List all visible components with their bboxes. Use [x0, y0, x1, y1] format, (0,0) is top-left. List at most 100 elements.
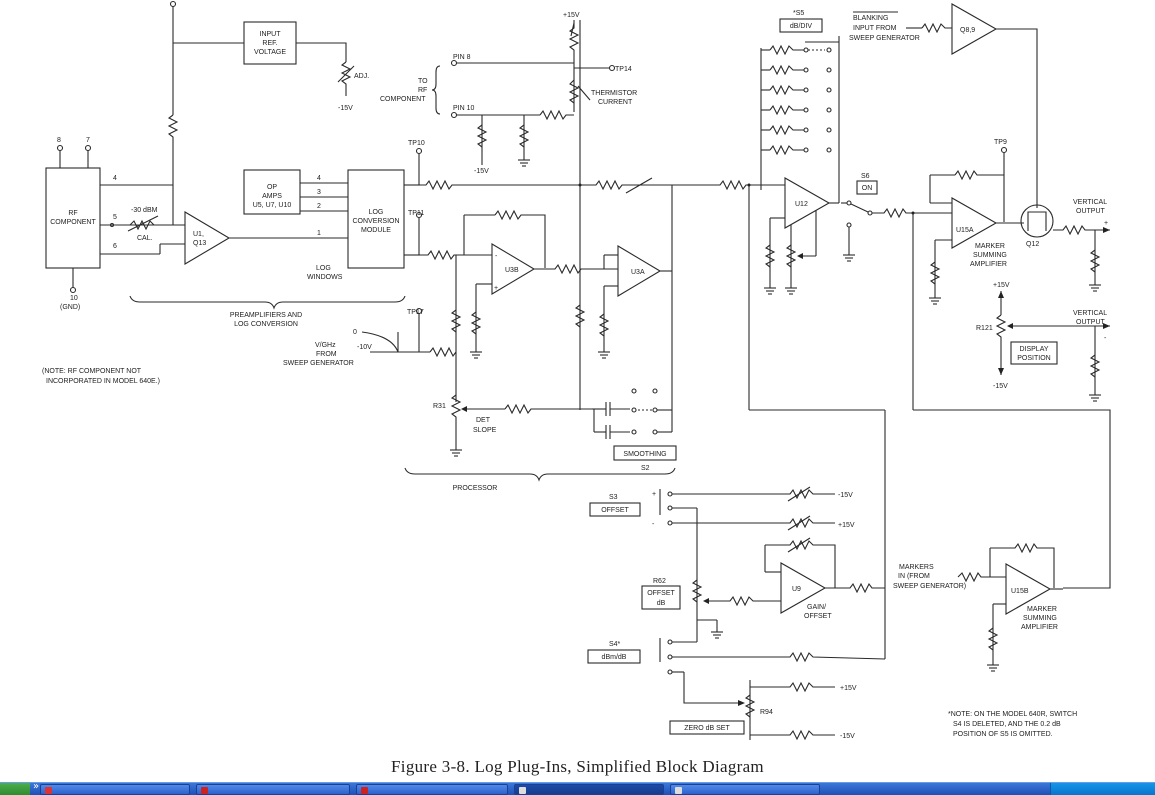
schematic-diagram: INPUT REF. VOLTAGE ADJ. -15V RF COMPONEN… — [42, 0, 1111, 741]
input-ref-label: VOLTAGE — [254, 49, 286, 56]
footnote-label: *NOTE: ON THE MODEL 640R, SWITCH — [948, 711, 1077, 718]
bus-label: 4 — [317, 175, 321, 182]
preamp-label: PREAMPLIFIERS AND — [230, 312, 302, 319]
u3b-amplifier — [491, 243, 536, 295]
vghz-label: FROM — [316, 351, 337, 358]
r121-label: R121 — [976, 325, 993, 332]
markers-label: MARKERS — [899, 564, 934, 571]
pin-label: 5 — [113, 214, 117, 221]
footnote-label: POSITION OF S5 IS OMITTED. — [953, 731, 1053, 738]
det-slope-label: DET — [476, 417, 491, 424]
taskbar-window-button[interactable] — [196, 784, 350, 795]
pin8-label: PIN 8 — [453, 54, 471, 61]
input-ref-label: REF. — [262, 40, 277, 47]
r62-label: R62 — [653, 578, 666, 585]
zero-db-set-label: ZERO dB SET — [684, 725, 730, 732]
s5-label: *S5 — [793, 10, 804, 17]
offset-db-label: dB — [657, 600, 666, 607]
u1-label: U1, — [193, 231, 204, 238]
supply-label: +15V — [840, 685, 857, 692]
figure-caption: Figure 3-8. Log Plug-Ins, Simplified Blo… — [391, 757, 764, 776]
display-position-label: POSITION — [1017, 355, 1050, 362]
display-position-label: DISPLAY — [1019, 346, 1048, 353]
r94-label: R94 — [760, 709, 773, 716]
gain-offset-label: GAIN/ — [807, 604, 826, 611]
tp17-label: TP17 — [407, 309, 424, 316]
cal-label: CAL. — [137, 235, 153, 242]
log-conversion-module — [347, 169, 405, 269]
taskbar-window-button[interactable] — [356, 784, 508, 795]
pin10-label: PIN 10 — [453, 105, 475, 112]
gain-offset-label: OFFSET — [804, 613, 832, 620]
marker-summing-label: AMPLIFIER — [1021, 624, 1058, 631]
display-position-box — [1010, 341, 1058, 365]
vertical-output-label: OUTPUT — [1076, 319, 1106, 326]
taskbar: » — [0, 781, 1155, 795]
blanking-label: BLANKING — [853, 15, 888, 22]
bus-label: 1 — [317, 230, 321, 237]
marker-summing-label: SUMMING — [973, 252, 1007, 259]
taskbar-window-button[interactable] — [514, 784, 664, 795]
taskbar-window-button[interactable] — [40, 784, 190, 795]
polarity-label: - — [1104, 335, 1107, 342]
rf-component-label: RF — [68, 210, 77, 217]
u12-amplifier — [784, 177, 831, 229]
u15b-label: U15B — [1011, 588, 1029, 595]
s2-label: S2 — [641, 465, 650, 472]
schematic-page: INPUT REF. VOLTAGE ADJ. -15V RF COMPONEN… — [42, 0, 1111, 741]
to-rf-label: COMPONENT — [380, 96, 426, 103]
polarity-label: + — [494, 285, 498, 292]
bus-label: 2 — [317, 203, 321, 210]
start-button[interactable] — [0, 783, 30, 795]
offset-db-box — [641, 585, 681, 610]
system-tray — [1050, 783, 1155, 795]
markers-label: SWEEP GENERATOR) — [893, 583, 966, 590]
note-label: (NOTE: RF COMPONENT NOT — [42, 368, 142, 375]
thermistor-label: THERMISTOR — [591, 90, 637, 97]
u3a-amplifier — [617, 245, 662, 297]
vertical-output-label: VERTICAL — [1073, 310, 1107, 317]
taskbar-window-button[interactable] — [670, 784, 820, 795]
rf-component-block — [45, 167, 101, 269]
op-amps-label: AMPS — [262, 193, 282, 200]
thermistor-section: +15V TP14 THERMISTOR CURRENT PIN 8 PIN 1… — [380, 12, 637, 175]
q89-amplifier — [951, 3, 998, 55]
u12-label: U12 — [795, 201, 808, 208]
vertical-output-label: OUTPUT — [1076, 208, 1106, 215]
u1-amplifier — [184, 211, 231, 265]
db-div-label: dB/DIV — [790, 23, 813, 30]
processor-label: PROCESSOR — [453, 485, 498, 492]
s6-on-box — [856, 180, 878, 195]
vghz-label: SWEEP GENERATOR — [283, 360, 354, 367]
app-icon — [201, 787, 208, 794]
tp11-label: TP11 — [408, 210, 424, 217]
bus-label: 3 — [317, 189, 321, 196]
vertical-output-label: VERTICAL — [1073, 199, 1107, 206]
offset-label: OFFSET — [601, 507, 629, 514]
polarity-label: + — [1104, 220, 1108, 227]
to-rf-label: TO — [418, 78, 428, 85]
s4-label: S4* — [609, 641, 621, 648]
marker-summing-label: AMPLIFIER — [970, 261, 1007, 268]
smoothing-label: SMOOTHING — [623, 451, 666, 458]
marker-summing-label: SUMMING — [1023, 615, 1057, 622]
q12-transistor — [1020, 204, 1054, 238]
preamp-label: LOG CONVERSION — [234, 321, 298, 328]
supply-label: +15V — [563, 12, 580, 19]
ramp-label: -10V — [357, 344, 372, 351]
app-icon — [675, 787, 682, 794]
ramp-label: 0 — [353, 329, 357, 336]
u3a-label: U3A — [631, 269, 645, 276]
marker-summing-label: MARKER — [1027, 606, 1057, 613]
rf-component-label: COMPONENT — [50, 219, 96, 226]
offset-box — [589, 502, 641, 517]
quick-launch-chevron-icon[interactable]: » — [33, 781, 40, 792]
to-rf-label: RF — [418, 87, 427, 94]
dbm-db-box — [587, 649, 641, 664]
u15b-amplifier — [1005, 563, 1052, 615]
preamp-brace — [129, 295, 406, 310]
note-label: INCORPORATED IN MODEL 640E.) — [46, 378, 160, 385]
supply-label: +15V — [838, 522, 855, 529]
pin-label: 7 — [86, 137, 90, 144]
tp14-label: TP14 — [615, 66, 632, 73]
